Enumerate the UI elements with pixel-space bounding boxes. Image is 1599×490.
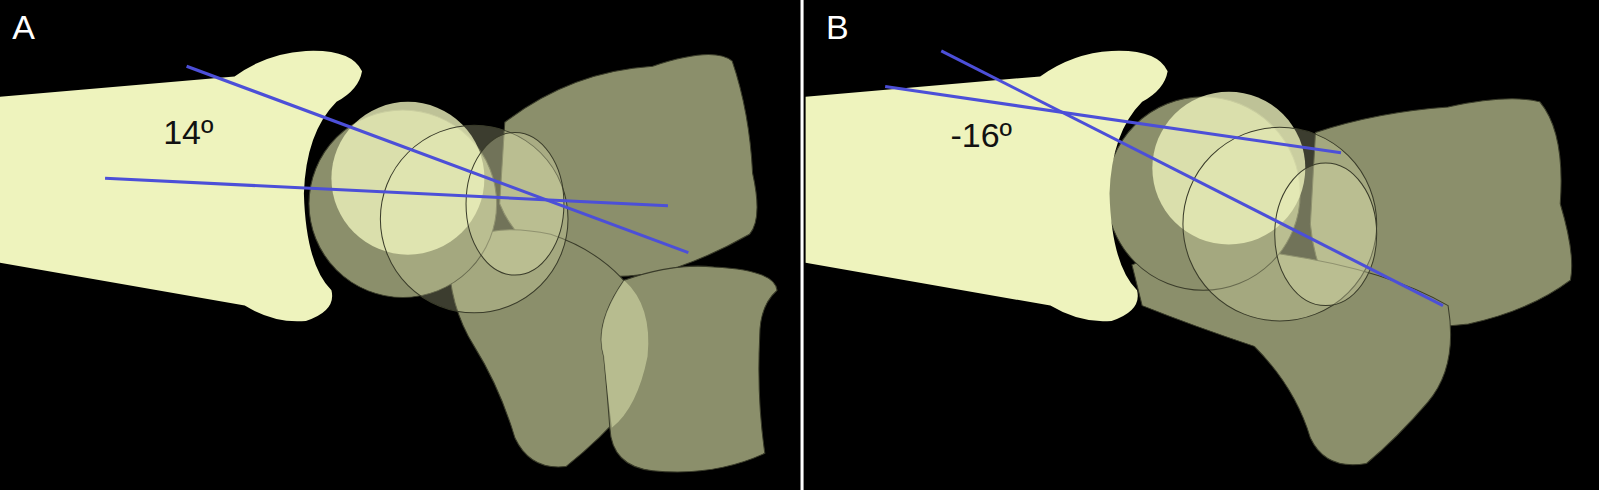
tibia	[806, 51, 1168, 322]
panel-letter: B	[826, 10, 849, 44]
panel-a	[0, 51, 777, 472]
angle-label: -16º	[950, 118, 1012, 152]
panel-divider	[801, 0, 804, 490]
angle-label: 14º	[163, 115, 213, 149]
angle-line	[885, 87, 1341, 153]
panel-b	[806, 51, 1572, 465]
angle-line	[105, 178, 668, 206]
talus-outline	[380, 125, 568, 312]
cuboid-overlap	[601, 280, 648, 428]
cuboid	[601, 266, 777, 472]
talus-head	[1275, 163, 1377, 306]
angle-line	[187, 66, 689, 252]
talus-head	[466, 132, 564, 275]
panel-letter: A	[12, 10, 35, 44]
tibia	[0, 51, 362, 322]
angle-line	[941, 51, 1443, 306]
